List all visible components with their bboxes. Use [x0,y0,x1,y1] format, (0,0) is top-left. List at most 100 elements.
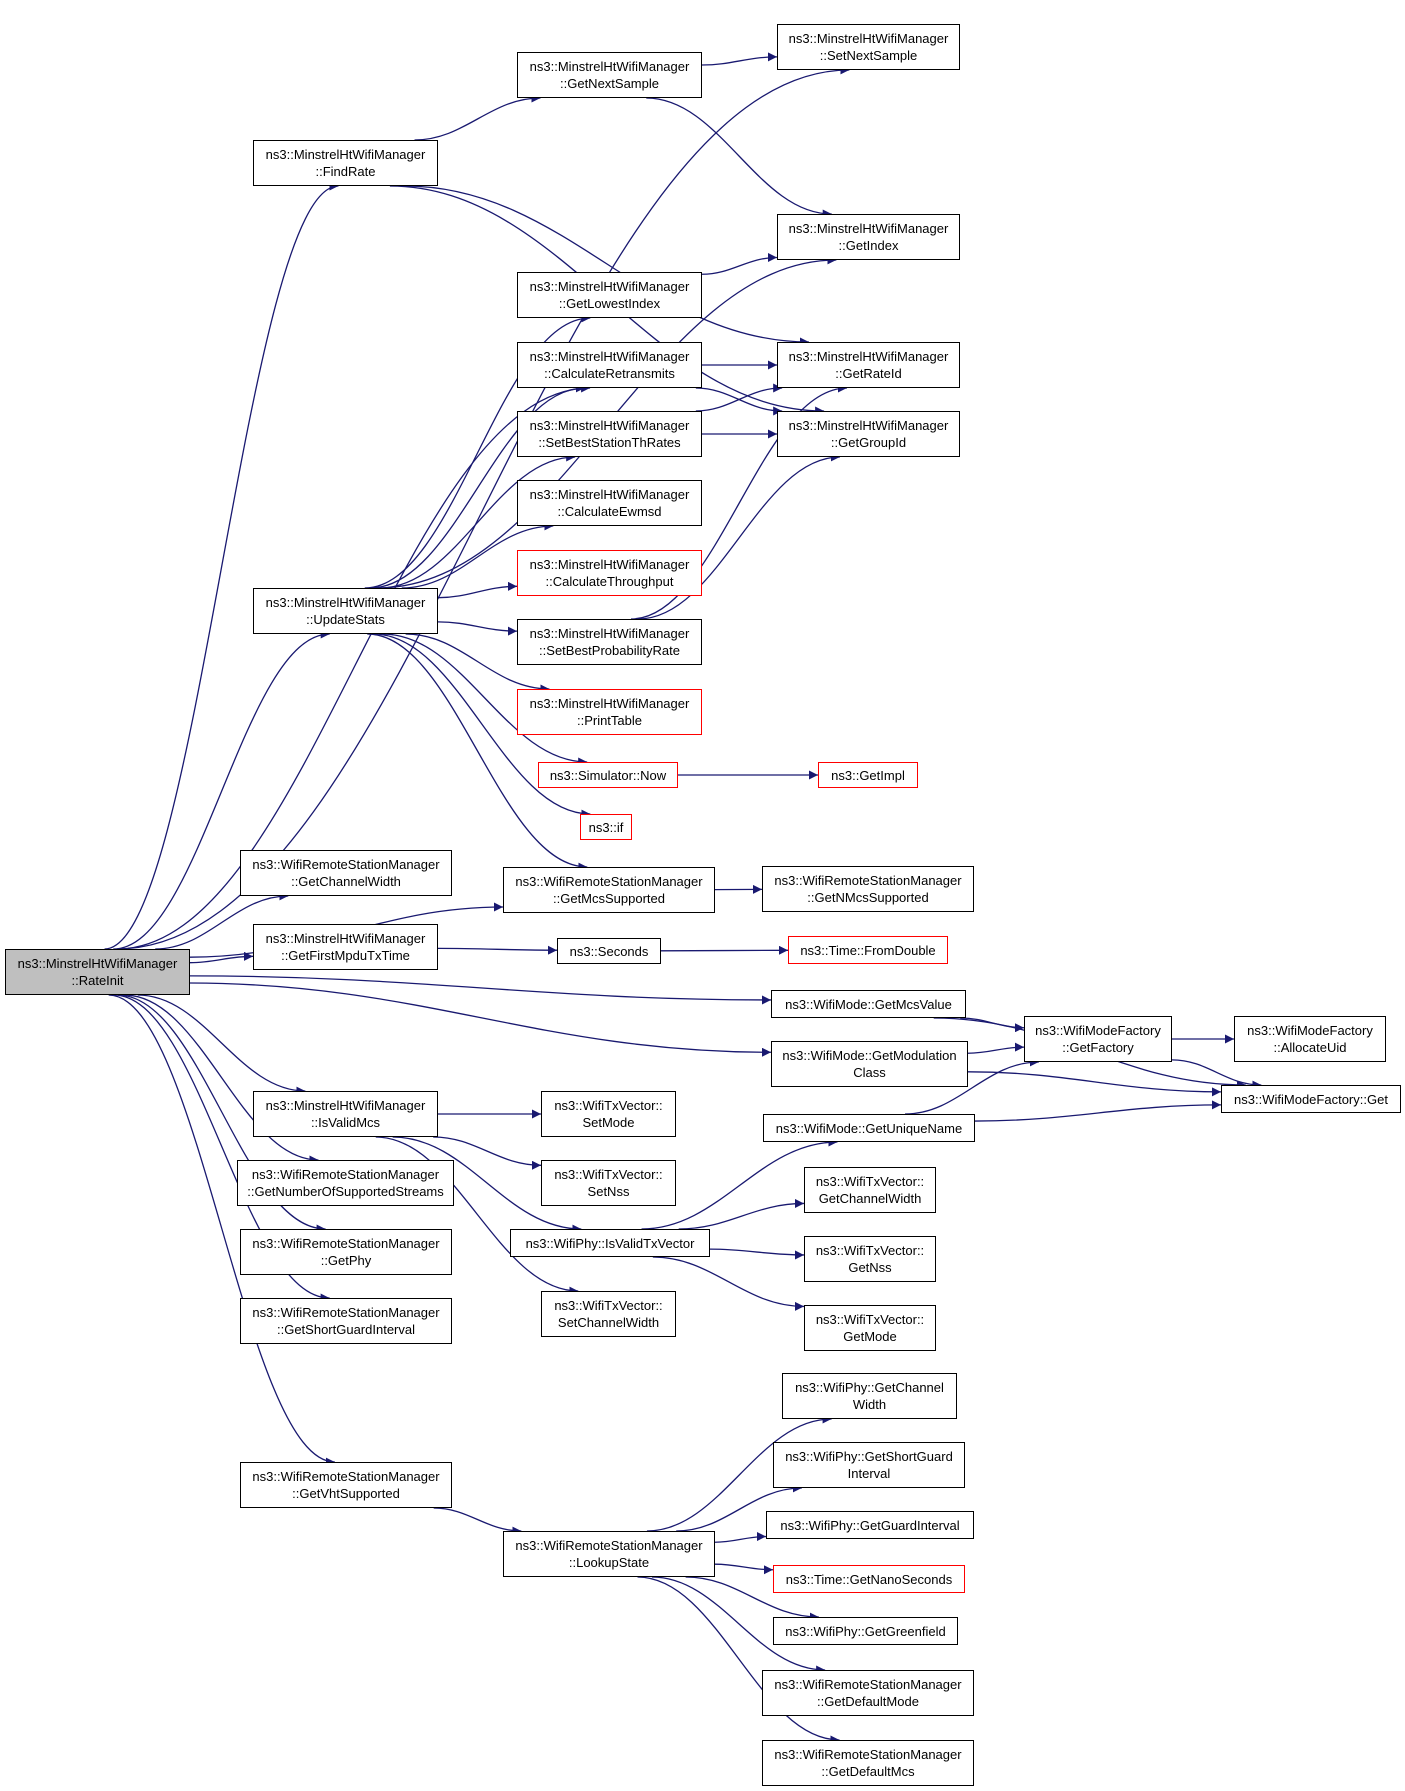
node-getnss[interactable]: ns3::WifiTxVector::GetNss [804,1236,936,1282]
edge-rateinit-to-getshortgi_rsm [113,994,330,1303]
node-setbestprob[interactable]: ns3::MinstrelHtWifiManager::SetBestProba… [517,619,702,665]
edge-isvalidmcs-to-setnss [433,1136,542,1170]
edge-isvalidtxvector-to-getmode [652,1256,805,1311]
node-getvhtsupported[interactable]: ns3::WifiRemoteStationManager::GetVhtSup… [240,1462,452,1508]
node-label-line: ns3::WifiRemoteStationManager [774,873,962,888]
node-getmcsvalue[interactable]: ns3::WifiMode::GetMcsValue [771,990,966,1018]
edge-lookupstate-to-phy_getshortgi [676,1483,802,1532]
node-label-line: ::CalculateThroughput [545,574,674,589]
node-getgreenfield[interactable]: ns3::WifiPhy::GetGreenfield [773,1617,958,1645]
node-label-line: SetNss [587,1184,630,1199]
node-getphy[interactable]: ns3::WifiRemoteStationManager::GetPhy [240,1229,452,1275]
node-label-line: ::GetIndex [838,238,899,253]
node-getindex[interactable]: ns3::MinstrelHtWifiManager::GetIndex [777,214,960,260]
node-getfirstmpdu[interactable]: ns3::MinstrelHtWifiManager::GetFirstMpdu… [253,924,438,970]
node-setnss[interactable]: ns3::WifiTxVector::SetNss [541,1160,676,1206]
node-rateinit[interactable]: ns3::MinstrelHtWifiManager::RateInit [5,949,190,995]
node-getimpl[interactable]: ns3::GetImpl [818,762,918,788]
edge-isvalidtxvector-to-txv_getchannelwidth [678,1198,805,1230]
node-getnumstreams[interactable]: ns3::WifiRemoteStationManager::GetNumber… [237,1160,454,1206]
node-nsif[interactable]: ns3::if [580,814,632,840]
node-calcewmsd[interactable]: ns3::MinstrelHtWifiManager::CalculateEwm… [517,480,702,526]
node-label-line: ::GetLowestIndex [558,296,661,311]
node-getuniquename[interactable]: ns3::WifiMode::GetUniqueName [763,1114,975,1142]
edge-updatestats-to-calcewmsd [401,521,554,589]
node-getmcssupported[interactable]: ns3::WifiRemoteStationManager::GetMcsSup… [503,867,715,913]
edge-getnextsample-to-getindex [646,97,832,219]
node-label-line: ns3::MinstrelHtWifiManager [529,349,690,364]
node-setchannelwidth[interactable]: ns3::WifiTxVector::SetChannelWidth [541,1291,676,1337]
node-label-line: ::RateInit [71,973,124,988]
edge-isvalidtxvector-to-getnss [709,1248,805,1260]
edge-updatestats-to-nsif [373,633,591,819]
node-txv_getchannelwidth[interactable]: ns3::WifiTxVector::GetChannelWidth [804,1167,936,1213]
edge-rateinit-to-getfirstmpdu [189,951,254,964]
node-label-line: ::CalculateRetransmits [544,366,675,381]
node-lookupstate[interactable]: ns3::WifiRemoteStationManager::LookupSta… [503,1531,715,1577]
node-label-line: Interval [847,1466,891,1481]
node-isvalidtxvector[interactable]: ns3::WifiPhy::IsValidTxVector [510,1229,710,1257]
edge-rateinit-to-getmodclass [189,982,772,1057]
node-getmode[interactable]: ns3::WifiTxVector::GetMode [804,1305,936,1351]
node-label-line: ::GetFirstMpduTxTime [281,948,410,963]
node-label-line: ns3::MinstrelHtWifiManager [265,931,426,946]
node-getnanoseconds[interactable]: ns3::Time::GetNanoSeconds [773,1565,965,1593]
edge-getmodclass-to-getfactory [967,1042,1025,1054]
node-calcthroughput[interactable]: ns3::MinstrelHtWifiManager::CalculateThr… [517,550,702,596]
node-label-line: ns3::WifiPhy::GetGreenfield [785,1623,946,1639]
node-label-line: ns3::WifiRemoteStationManager [515,874,703,889]
edge-isvalidtxvector-to-getuniquename [641,1137,838,1230]
node-printtable[interactable]: ns3::MinstrelHtWifiManager::PrintTable [517,689,702,735]
node-getdefaultmode[interactable]: ns3::WifiRemoteStationManager::GetDefaul… [762,1670,974,1716]
node-setnextsample[interactable]: ns3::MinstrelHtWifiManager::SetNextSampl… [777,24,960,70]
edge-isvalidmcs-to-isvalidtxvector [392,1136,582,1234]
node-label-line: ns3::WifiMode::GetMcsValue [785,996,952,1012]
node-label-line: Class [853,1065,886,1080]
node-getshortgi_rsm[interactable]: ns3::WifiRemoteStationManager::GetShortG… [240,1298,452,1344]
node-label-line: ns3::WifiMode::GetUniqueName [775,1120,963,1136]
edge-setbestprob-to-getgroupid [638,452,840,620]
node-label-line: ::GetVhtSupported [292,1486,400,1501]
node-getrateid[interactable]: ns3::MinstrelHtWifiManager::GetRateId [777,342,960,388]
node-label-line: ns3::WifiPhy::IsValidTxVector [525,1235,695,1251]
edge-setbestprob-to-getrateid [631,383,847,620]
node-getgroupid[interactable]: ns3::MinstrelHtWifiManager::GetGroupId [777,411,960,457]
node-label-line: ns3::MinstrelHtWifiManager [529,418,690,433]
node-label-line: SetMode [582,1115,635,1130]
node-calcretransmits[interactable]: ns3::MinstrelHtWifiManager::CalculateRet… [517,342,702,388]
node-phy_getguardinterval[interactable]: ns3::WifiPhy::GetGuardInterval [766,1511,974,1539]
node-simnow[interactable]: ns3::Simulator::Now [538,762,678,788]
node-isvalidmcs[interactable]: ns3::MinstrelHtWifiManager::IsValidMcs [253,1091,438,1137]
node-getdefaultmcs[interactable]: ns3::WifiRemoteStationManager::GetDefaul… [762,1740,974,1786]
node-findrate[interactable]: ns3::MinstrelHtWifiManager::FindRate [253,140,438,186]
node-label-line: ns3::WifiRemoteStationManager [252,1236,440,1251]
node-getfactory[interactable]: ns3::WifiModeFactory::GetFactory [1024,1016,1172,1062]
node-label-line: ns3::WifiTxVector:: [554,1098,663,1113]
node-seconds[interactable]: ns3::Seconds [557,938,661,964]
edge-getfirstmpdu-to-seconds [437,945,558,955]
node-label-line: ns3::Time::FromDouble [800,942,936,958]
edge-rateinit-to-isvalidmcs [137,994,306,1096]
node-setmode[interactable]: ns3::WifiTxVector::SetMode [541,1091,676,1137]
node-getnmcssupported[interactable]: ns3::WifiRemoteStationManager::GetNMcsSu… [762,866,974,912]
node-label-line: ns3::WifiRemoteStationManager [774,1747,962,1762]
node-updatestats[interactable]: ns3::MinstrelHtWifiManager::UpdateStats [253,588,438,634]
edge-isvalidmcs-to-setchannelwidth [375,1136,579,1296]
node-label-line: GetChannelWidth [818,1191,922,1206]
node-label-line: ns3::WifiRemoteStationManager [774,1677,962,1692]
node-getlowestindex[interactable]: ns3::MinstrelHtWifiManager::GetLowestInd… [517,272,702,318]
node-getnextsample[interactable]: ns3::MinstrelHtWifiManager::GetNextSampl… [517,52,702,98]
node-label-line: ns3::if [588,819,624,835]
node-fromdouble[interactable]: ns3::Time::FromDouble [788,936,948,964]
node-label-line: ::GetRateId [835,366,902,381]
node-factoryget[interactable]: ns3::WifiModeFactory::Get [1221,1085,1401,1113]
node-setbeststationthrates[interactable]: ns3::MinstrelHtWifiManager::SetBestStati… [517,411,702,457]
edge-updatestats-to-printtable [405,633,550,694]
node-getchannelwidth_rsm[interactable]: ns3::WifiRemoteStationManager::GetChanne… [240,850,452,896]
edge-rateinit-to-getnumstreams [124,994,319,1165]
node-allocateuid[interactable]: ns3::WifiModeFactory::AllocateUid [1234,1016,1386,1062]
